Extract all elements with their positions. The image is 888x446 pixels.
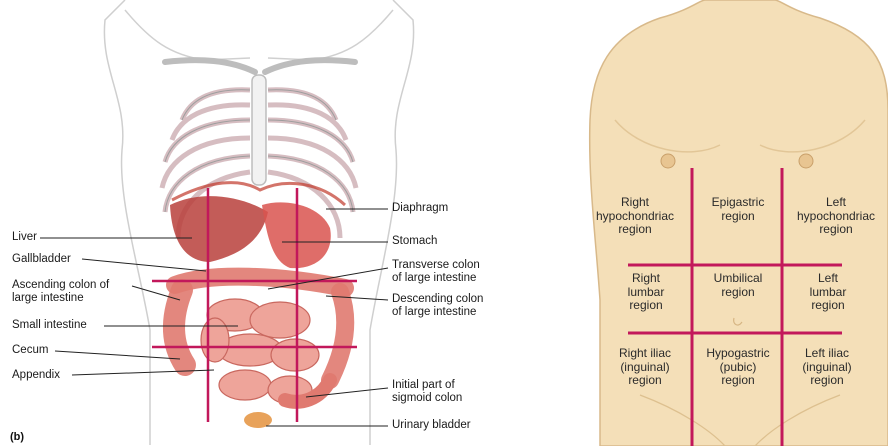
nipple-right <box>799 154 813 168</box>
region-right-hypochondriac: Right hypochondriac region <box>583 196 687 237</box>
region-umbilical: Umbilical region <box>696 272 780 299</box>
region-right-lumbar: Right lumbar region <box>604 272 688 313</box>
nipple-left <box>661 154 675 168</box>
region-epigastric: Epigastric region <box>696 196 780 223</box>
region-left-iliac: Left iliac (inguinal) region <box>782 347 872 388</box>
region-hypogastric: Hypogastric (pubic) region <box>694 347 782 388</box>
region-right-iliac: Right iliac (inguinal) region <box>600 347 690 388</box>
region-left-lumbar: Left lumbar region <box>786 272 870 313</box>
region-left-hypochondriac: Left hypochondriac region <box>784 196 888 237</box>
